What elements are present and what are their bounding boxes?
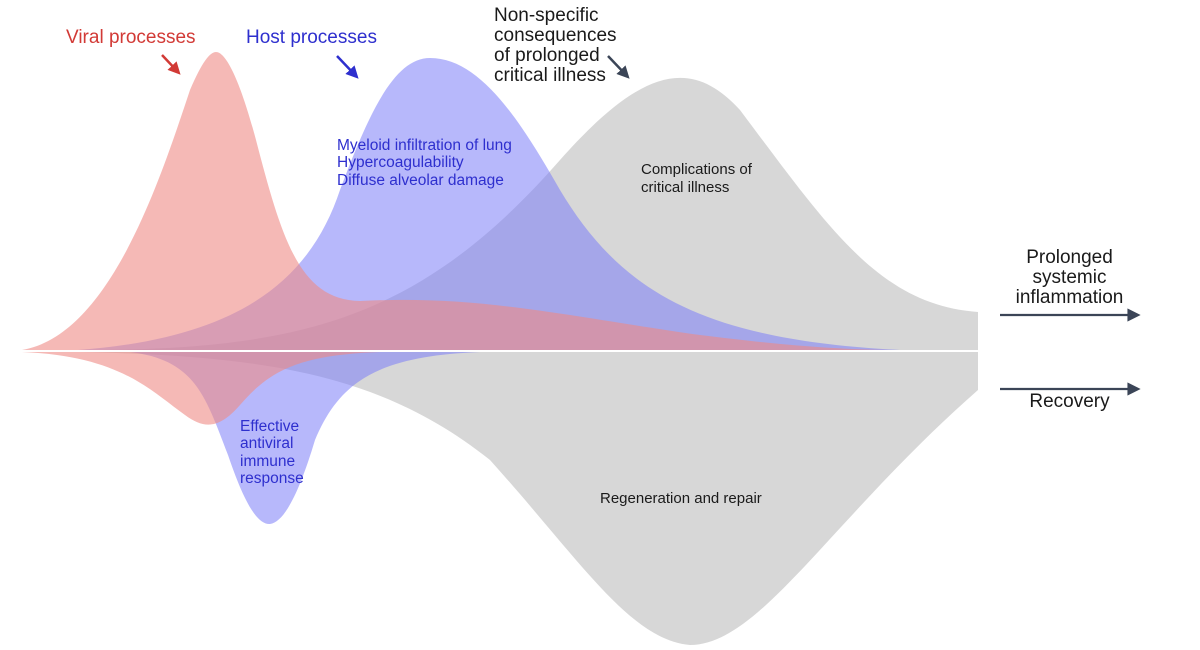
annotation-line: Complications of <box>641 161 752 178</box>
viral-processes-label: Viral processes <box>66 27 196 48</box>
host-band-upper <box>78 58 900 350</box>
annotation-line: Myeloid infiltration of lung <box>337 137 512 154</box>
annotation-line: antiviral <box>240 435 294 453</box>
nonspecific-band-lower <box>80 352 978 645</box>
outcome-label-line: inflammation <box>1015 287 1124 309</box>
nonspecific-consequences-label: Non-specific consequences of prolonged c… <box>494 5 617 87</box>
host-upper-annotation: Myeloid infiltration of lung Hypercoagul… <box>337 137 512 189</box>
annotation-line: Diffuse alveolar damage <box>337 171 504 189</box>
nonspecific-label-line: of prolonged <box>494 45 600 67</box>
annotation-line: Hypercoagulability <box>337 154 464 172</box>
nonspecific-upper-annotation: Complications of critical illness <box>641 161 752 196</box>
nonspecific-pointer-arrow <box>607 55 630 79</box>
annotation-line: critical illness <box>641 178 730 196</box>
viral-band-upper <box>22 52 900 350</box>
viral-band-lower <box>22 352 380 425</box>
host-pointer-arrow <box>336 55 359 79</box>
host-lower-annotation: Effective antiviral immune response <box>240 418 304 487</box>
nonspecific-label-line: consequences <box>494 25 617 47</box>
prolonged-inflammation-outcome-label: Prolonged systemic inflammation <box>1012 247 1127 309</box>
annotation-line: Effective <box>240 418 300 435</box>
nonspecific-lower-annotation: Regeneration and repair <box>600 490 762 507</box>
nonspecific-label-line: critical illness <box>494 65 606 87</box>
nonspecific-label-line: Non-specific <box>494 5 599 26</box>
annotation-line: response <box>240 470 304 488</box>
outcome-label-line: Prolonged <box>1026 247 1113 268</box>
annotation-line: immune <box>240 452 296 470</box>
recovery-outcome-label: Recovery <box>1029 391 1110 412</box>
viral-pointer-arrow <box>161 54 181 75</box>
outcome-label-line: systemic <box>1032 267 1107 289</box>
host-processes-label: Host processes <box>246 27 377 48</box>
